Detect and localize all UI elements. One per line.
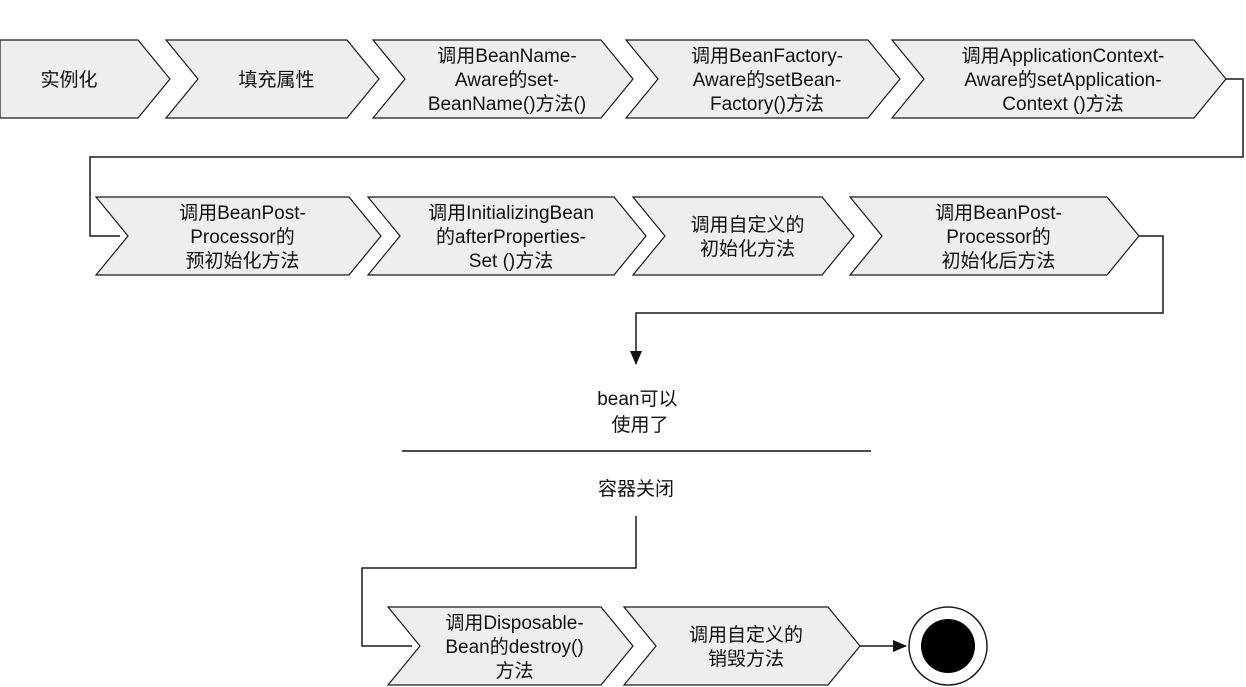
step-label-line: Aware的setBean-: [693, 69, 842, 91]
step-set-bean-factory: 调用BeanFactory-Aware的setBean-Factory()方法: [624, 39, 901, 119]
row1-steps: 实例化 填充属性 调用BeanName-Aware的set-BeanName()方法…: [0, 39, 1227, 119]
step-label-line: 填充属性: [238, 69, 314, 91]
bean-ready-line-2: 使用了: [611, 414, 668, 436]
step-label-line: Context ()方法: [1002, 93, 1123, 115]
step-label-line: Processor的: [190, 226, 295, 248]
step-label-after-initialization: 调用BeanPost-Processor的初始化后方法: [935, 202, 1062, 272]
step-label-destroy: 调用Disposable-Bean的destroy()方法: [445, 612, 583, 682]
row3-steps: 调用Disposable-Bean的destroy()方法 调用自定义的销毁方法: [386, 606, 861, 686]
step-label-line: 调用BeanPost-: [935, 202, 1062, 224]
step-label-before-initialization: 调用BeanPost-Processor的预初始化方法: [179, 202, 306, 272]
step-shape-set-application-context: [890, 39, 1227, 119]
step-populate-properties: 填充属性: [164, 39, 380, 119]
step-label-set-bean-factory: 调用BeanFactory-Aware的setBean-Factory()方法: [691, 45, 843, 115]
step-label-line: 调用自定义的: [690, 214, 804, 236]
step-label-line: Processor的: [946, 226, 1051, 248]
step-label-line: 销毁方法: [708, 648, 784, 670]
step-label-set-application-context: 调用ApplicationContext-Aware的setApplicatio…: [962, 45, 1165, 115]
step-label-line: 调用Disposable-: [445, 612, 583, 634]
step-custom-destroy: 调用自定义的销毁方法: [622, 606, 861, 686]
step-set-bean-name: 调用BeanName-Aware的set-BeanName()方法(): [371, 39, 634, 119]
step-shape-after-properties-set: [366, 196, 647, 276]
step-label-line: 调用InitializingBean: [428, 202, 594, 224]
step-after-initialization: 调用BeanPost-Processor的初始化后方法: [848, 196, 1140, 276]
step-shape-populate-properties: [164, 39, 380, 119]
step-instantiate: 实例化: [0, 39, 171, 119]
step-label-line: BeanName()方法(): [428, 93, 586, 115]
step-label-line: 的afterProperties-: [436, 226, 586, 248]
step-custom-init: 调用自定义的初始化方法: [631, 196, 855, 276]
step-shape-instantiate: [0, 39, 171, 119]
connector-row2-to-ready: [630, 235, 1164, 365]
step-label-line: 调用BeanName-: [437, 45, 576, 67]
step-label-custom-init: 调用自定义的初始化方法: [690, 214, 804, 260]
step-label-line: Set ()方法: [469, 250, 553, 272]
step-label-line: 调用自定义的: [689, 624, 803, 646]
bean-ready-line-1: bean可以: [597, 389, 677, 410]
connector-close-to-destroy: [361, 516, 637, 647]
container-closed-text: 容器关闭: [598, 478, 674, 500]
step-label-line: Aware的set-: [455, 69, 559, 91]
step-label-set-bean-name: 调用BeanName-Aware的set-BeanName()方法(): [428, 45, 586, 115]
step-label-instantiate: 实例化: [40, 69, 97, 91]
step-label-line: 初始化方法: [700, 238, 795, 260]
connectors: [89, 78, 1244, 652]
step-label-line: 调用ApplicationContext-: [962, 45, 1165, 67]
row2-steps: 调用BeanPost-Processor的预初始化方法调用Initializin…: [94, 196, 1140, 276]
bean-ready-text: bean可以 使用了: [597, 389, 683, 436]
step-shape-before-initialization: [94, 196, 382, 276]
step-shape-set-bean-name: [371, 39, 634, 119]
step-label-line: Factory()方法: [710, 93, 824, 115]
step-label-line: 调用BeanFactory-: [691, 45, 843, 67]
step-shape-after-initialization: [848, 196, 1140, 276]
step-label-line: 方法: [495, 660, 533, 682]
step-label-custom-destroy: 调用自定义的销毁方法: [689, 624, 803, 670]
step-shape-custom-init: [631, 196, 855, 276]
step-set-application-context: 调用ApplicationContext-Aware的setApplicatio…: [890, 39, 1227, 119]
step-label-line: Aware的setApplication-: [964, 69, 1161, 91]
end-node-dot: [921, 619, 975, 673]
step-shape-custom-destroy: [622, 606, 861, 686]
step-label-line: 预初始化方法: [185, 250, 299, 272]
step-label-line: 实例化: [40, 69, 97, 91]
connector-row1-to-row2: [89, 78, 1244, 237]
step-label-line: Bean的destroy(): [445, 636, 583, 658]
step-label-line: 调用BeanPost-: [179, 202, 306, 224]
step-shape-destroy: [386, 606, 634, 686]
step-label-line: 初始化后方法: [941, 250, 1055, 272]
step-label-populate-properties: 填充属性: [238, 69, 314, 91]
end-node: [908, 606, 988, 686]
step-destroy: 调用Disposable-Bean的destroy()方法: [386, 606, 634, 686]
step-shape-set-bean-factory: [624, 39, 901, 119]
step-before-initialization: 调用BeanPost-Processor的预初始化方法: [94, 196, 382, 276]
